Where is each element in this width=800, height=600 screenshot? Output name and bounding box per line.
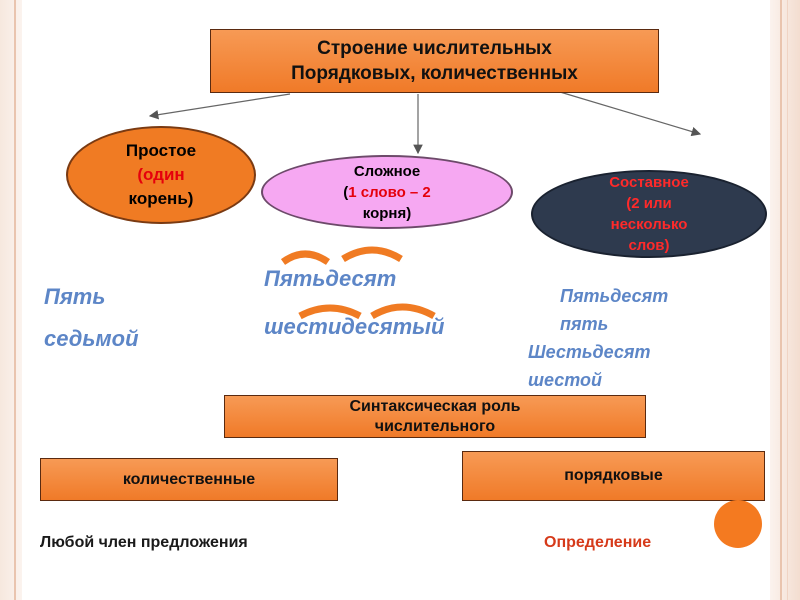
cardinal-box: количественные: [40, 458, 338, 501]
complex-label: Сложное: [353, 162, 421, 180]
frame-line-right: [780, 0, 782, 600]
compound-category-ellipse: Составное (2 или несколько слов): [531, 170, 767, 258]
syntax-line-2: числительного: [374, 417, 496, 435]
compound-note-3: слов): [628, 237, 670, 254]
arrow-to-compound: [559, 91, 702, 137]
root-arc-1: [280, 250, 330, 265]
compound-note-2: несколько: [610, 216, 688, 233]
title-line-1: Строение числительных: [317, 38, 552, 59]
example-compound-1: Пятьдесят: [560, 286, 669, 306]
frame-line-left: [14, 0, 16, 600]
cardinal-function-text: Любой член предложения: [40, 534, 248, 551]
simple-category-ellipse: Простое (один корень): [66, 126, 256, 224]
arrow-to-simple: [148, 93, 291, 120]
root-arc-4: [370, 303, 436, 320]
compound-note-1: (2 или: [626, 195, 672, 212]
ordinal-function-text: Определение: [544, 534, 652, 551]
root-arc-3: [298, 304, 362, 320]
slide-frame-left: [0, 0, 22, 600]
example-complex-2: шестидесятый: [264, 314, 445, 339]
root-arc-2: [341, 246, 403, 263]
syntax-role-box: Синтаксическая роль числительного: [224, 395, 646, 438]
simple-label: Простое: [125, 141, 197, 160]
title-box: Строение числительных Порядковых, количе…: [210, 29, 659, 93]
slide-frame-right: [770, 0, 800, 600]
compound-label: Составное: [609, 174, 689, 191]
example-complex-1: Пятьдесят: [264, 266, 397, 291]
example-compound-3: Шестьдесят: [528, 342, 651, 362]
syntax-line-1: Синтаксическая роль: [349, 397, 521, 415]
complex-note-1: (1 слово – 2: [343, 183, 431, 201]
simple-note-2: корень): [128, 189, 194, 208]
example-simple-2: седьмой: [44, 326, 139, 351]
decorative-circle: [714, 500, 762, 548]
example-simple-1: Пять: [44, 284, 106, 309]
frame-line-right-inner: [787, 0, 788, 600]
example-compound-2: пять: [560, 314, 609, 334]
simple-note-1: (один: [137, 165, 185, 184]
ordinal-box: порядковые: [462, 451, 765, 501]
complex-note-2: корня): [362, 204, 412, 222]
complex-category-ellipse: Сложное (1 слово – 2 корня): [261, 155, 513, 229]
title-line-2: Порядковых, количественных: [291, 63, 578, 84]
example-compound-4: шестой: [528, 370, 603, 390]
